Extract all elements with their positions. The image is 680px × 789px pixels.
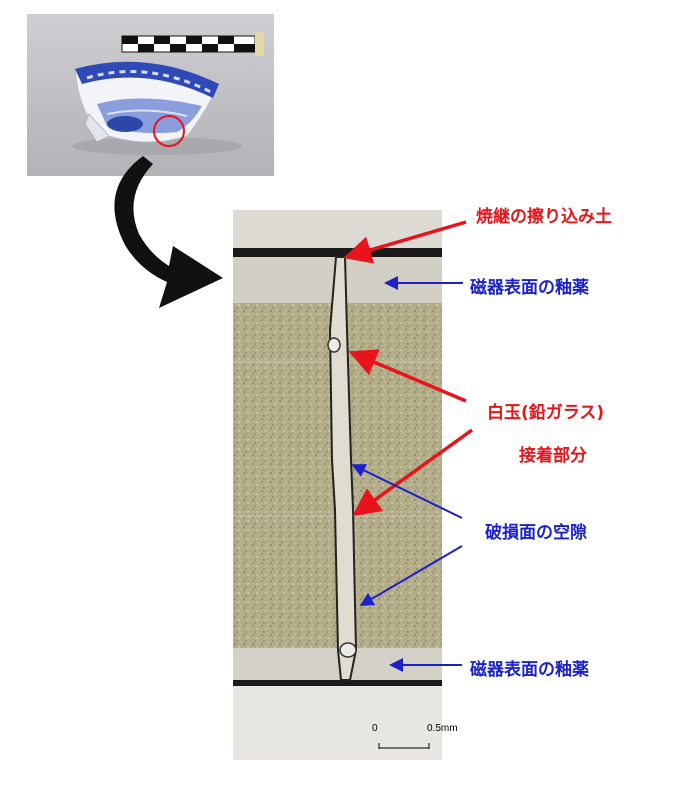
label-glaze-top: 磁器表面の釉薬 xyxy=(470,278,589,298)
micrograph-illustration xyxy=(233,210,442,760)
label-fracture-gap: 破損面の空隙 xyxy=(485,523,587,543)
label-bonded-part: 接着部分 xyxy=(519,446,587,466)
label-white-glass: 白玉(鉛ガラス) xyxy=(487,403,605,423)
scale-start-label: 0 xyxy=(372,723,378,734)
photo-ruler xyxy=(121,32,264,56)
highlight-circle-icon xyxy=(153,115,185,147)
sherd-illustration xyxy=(72,32,264,155)
sherd-photo xyxy=(27,14,274,176)
micrograph: 0 0.5mm xyxy=(233,210,458,760)
scale-end-label: 0.5mm xyxy=(427,723,458,734)
curved-arrow-icon xyxy=(114,156,223,308)
label-glaze-bottom: 磁器表面の釉薬 xyxy=(470,660,589,680)
label-kiln-joint-soil: 焼継の擦り込み土 xyxy=(476,207,612,227)
